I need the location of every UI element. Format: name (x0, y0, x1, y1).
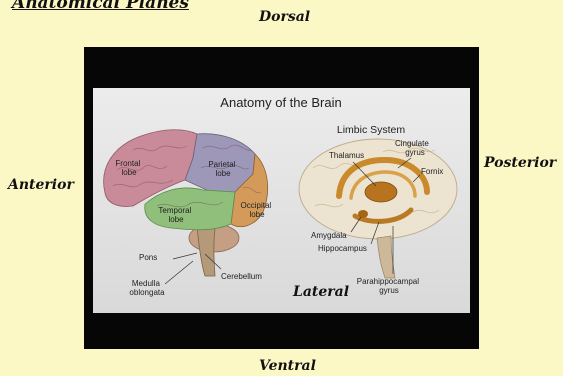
anterior-label: Anterior (8, 177, 74, 193)
amygdala-label: Amygdala (311, 231, 347, 240)
lateral-brain-drawing: Frontal lobe Parietal lobe Temporal lobe… (104, 130, 274, 297)
posterior-label: Posterior (484, 155, 556, 171)
brainstem-shape (197, 226, 215, 276)
limbic-brain-drawing: Thalamus Cingulate gyrus Fornix Amygdala… (299, 139, 457, 295)
amygdala-shape (358, 210, 368, 218)
fornix-label: Fornix (421, 167, 443, 176)
thalamus-shape (365, 182, 397, 202)
ventral-label: Ventral (259, 358, 316, 374)
brain-illustration: Anatomy of the Brain Limbic System (93, 88, 470, 313)
medulla-label: Medulla oblongata (129, 279, 165, 297)
brain-figure-frame: Anatomy of the Brain Limbic System (84, 47, 479, 349)
figure-heading: Anatomy of the Brain (220, 95, 341, 110)
thalamus-label: Thalamus (329, 151, 364, 160)
brain-figure-panel: Anatomy of the Brain Limbic System (93, 88, 470, 313)
pons-label: Pons (139, 253, 157, 262)
limbic-brainstem-shape (377, 236, 395, 278)
hippocampus-label: Hippocampus (318, 244, 367, 253)
dorsal-label: Dorsal (259, 9, 310, 25)
limbic-heading: Limbic System (337, 124, 406, 136)
parahippocampal-gyrus-label: Parahippocampal gyrus (357, 277, 422, 295)
lateral-label: Lateral (292, 284, 349, 300)
page-title: Anatomical Planes (12, 0, 189, 13)
cerebellum-label: Cerebellum (221, 272, 262, 281)
